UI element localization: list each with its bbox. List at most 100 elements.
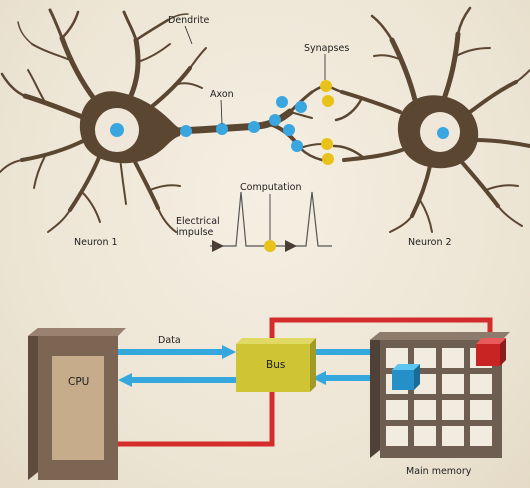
blue-cube-icon <box>392 364 420 390</box>
electrical-impulse-waveform <box>210 191 332 252</box>
neuron-2-dendrite <box>389 215 413 233</box>
main-memory-block <box>370 332 510 458</box>
neuron-1-dendrite <box>48 8 64 40</box>
neuron-2-dendrite <box>468 80 518 114</box>
impulse-dot <box>283 124 295 136</box>
neuron-2-dendrite <box>485 184 519 191</box>
memory-cell <box>414 426 436 446</box>
electrical-impulse-label-line1: Electrical <box>176 216 220 227</box>
red-cube-top <box>476 338 506 344</box>
memory-cell <box>414 348 436 368</box>
synapses-label: Synapses <box>304 43 349 54</box>
red-cube-side <box>500 338 506 366</box>
neuron-1 <box>0 8 207 233</box>
neuron-1-dendrite <box>22 93 88 121</box>
bus-block <box>236 338 316 392</box>
neuron-2 <box>326 6 530 233</box>
neuron-2-dendrite <box>370 14 394 42</box>
memory-cell <box>442 426 464 446</box>
impulse-signal-line <box>210 191 332 247</box>
cpu-top <box>28 328 126 336</box>
data-label: Data <box>158 335 181 346</box>
neuron-1-dendrite <box>31 43 71 61</box>
neuron-1-dendrite <box>33 155 46 189</box>
impulse-arrow-left <box>212 240 224 252</box>
memory-top <box>370 332 510 340</box>
dendrite-leader <box>184 25 193 45</box>
impulse-dot <box>295 101 307 113</box>
leader-lines <box>184 25 326 240</box>
data-arrow-head <box>312 371 326 385</box>
neuron-2-dendrite <box>472 138 530 148</box>
neuron-1-dendrite <box>149 184 181 191</box>
neuron-1-dendrite <box>127 37 141 101</box>
synapses <box>320 80 334 165</box>
impulse-dot <box>216 123 228 135</box>
neuron-2-dendrite <box>340 90 402 114</box>
data-arrow-head <box>222 345 236 359</box>
bus-side <box>310 338 316 392</box>
neuron-2-dendrite <box>334 96 364 122</box>
neuron-1-dendrite <box>0 159 23 173</box>
memory-cell <box>470 374 492 394</box>
memory-cell <box>470 426 492 446</box>
cpu-side <box>28 328 38 480</box>
neuron-1-dendrite <box>189 47 207 69</box>
memory-cell <box>442 400 464 420</box>
memory-cell <box>442 374 464 394</box>
memory-cell <box>386 426 408 446</box>
red-line-cpu-to-bus <box>118 392 275 447</box>
neuron-1-dendrite <box>134 18 170 42</box>
neuron-1-dendrite <box>81 191 101 223</box>
axon-leader <box>220 99 223 125</box>
neuron-2-dendrite <box>458 158 500 208</box>
neuron-1-dendrite <box>148 66 192 110</box>
neuron-2-dendrite <box>373 54 403 61</box>
neuron-1-dendrite <box>122 10 138 42</box>
neuron-1-dendrite <box>177 82 203 89</box>
red-cube-front <box>476 344 500 366</box>
memory-cell <box>386 348 408 368</box>
axon-label: Axon <box>210 89 234 100</box>
data-arrow-head <box>118 373 132 387</box>
synapse-dot <box>322 153 334 165</box>
impulse-dot <box>248 121 260 133</box>
axon-terminal-branch <box>299 143 323 149</box>
dendrite-label: Dendrite <box>168 15 209 26</box>
neuron-1-dendrite <box>59 35 98 103</box>
neuron-2-dendrite <box>497 205 523 227</box>
neuron-1-nucleolus <box>110 123 124 137</box>
memory-cell <box>470 400 492 420</box>
neuron-1-dendrite <box>17 21 33 45</box>
neuron-2-label: Neuron 2 <box>408 237 452 248</box>
impulse-arrow-right <box>285 240 297 252</box>
memory-cell <box>442 348 464 368</box>
neuron-2-dendrite <box>332 144 366 160</box>
neuron-2-dendrite <box>389 37 418 103</box>
neuron-1-dendrite <box>60 10 80 40</box>
blue-cube-side <box>414 364 420 390</box>
neuron-1-label: Neuron 1 <box>74 237 118 248</box>
impulse-dot <box>276 96 288 108</box>
neuron-1-dendrite <box>157 207 177 233</box>
impulse-dot <box>291 140 303 152</box>
impulse-dot <box>180 125 192 137</box>
impulse-dot <box>269 114 281 126</box>
synapse-dot <box>322 95 334 107</box>
bus-label: Bus <box>266 359 285 371</box>
memory-cell <box>386 400 408 420</box>
blue-cube-top <box>392 364 420 370</box>
computation-dot <box>264 240 276 252</box>
neuron-2-dendrite <box>342 148 404 162</box>
red-cube-icon <box>476 338 506 366</box>
synapse-dot <box>321 138 333 150</box>
blue-cube-front <box>392 370 414 390</box>
neuron-1-dendrite <box>137 43 171 63</box>
axon-terminal-branch <box>298 146 324 162</box>
neuron-2-dendrite <box>515 69 530 83</box>
memory-cell <box>414 400 436 420</box>
neuron-1-dendrite <box>27 69 46 103</box>
neuron-2-dendrite <box>419 199 433 233</box>
cpu-block <box>28 328 126 480</box>
